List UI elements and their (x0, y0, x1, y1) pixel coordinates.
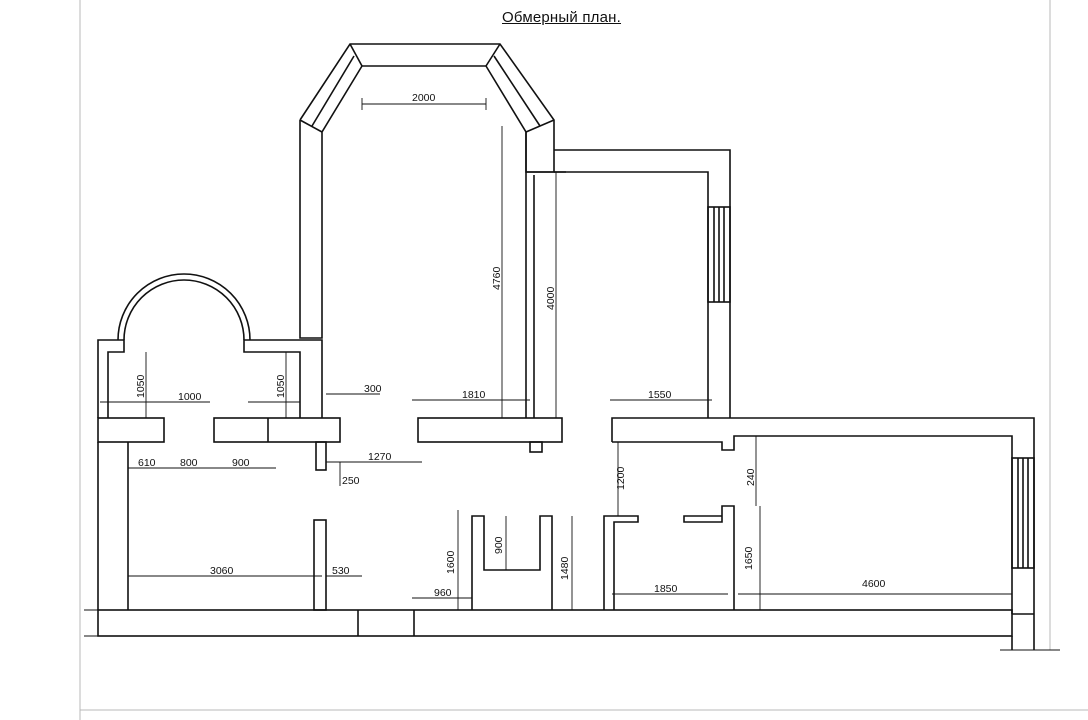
dim-tall-room-height: 4760 (491, 266, 503, 290)
lower-walls (84, 442, 1060, 651)
dim-seg-250: 250 (342, 475, 360, 487)
dim-seg-800: 800 (180, 457, 198, 469)
dim-bay-width: 2000 (412, 92, 436, 104)
dim-right-room-height: 4000 (545, 286, 557, 310)
dim-depth-1200: 1200 (615, 466, 627, 490)
dim-depth-240: 240 (745, 468, 757, 486)
dim-niche-900: 900 (493, 536, 505, 554)
dim-opening-300: 300 (364, 383, 382, 395)
dim-balcony-depth-left: 1050 (135, 374, 147, 398)
balcony-walls (97, 273, 323, 418)
dim-balcony-depth-right: 1050 (275, 374, 287, 398)
dim-len-1850: 1850 (654, 583, 678, 595)
dim-len-4600: 4600 (862, 578, 886, 590)
dim-niche-1600: 1600 (445, 550, 457, 574)
plan-title: Обмерный план. (502, 9, 622, 26)
bay-window-walls (299, 43, 555, 418)
dim-len-3060: 3060 (210, 565, 234, 577)
dim-depth-1650: 1650 (743, 546, 755, 570)
dim-wall-1550: 1550 (648, 389, 672, 401)
dim-seg-1270: 1270 (368, 451, 392, 463)
dim-len-530: 530 (332, 565, 350, 577)
dim-len-960: 960 (434, 587, 452, 599)
interior-walls (97, 417, 1035, 614)
dim-seg-900: 900 (232, 457, 250, 469)
right-room-walls (526, 149, 731, 418)
dimension-lines (100, 98, 1012, 610)
dim-niche-1480: 1480 (559, 556, 571, 580)
dim-seg-610: 610 (138, 457, 156, 469)
dim-balcony-width: 1000 (178, 391, 202, 403)
dim-wall-1810: 1810 (462, 389, 486, 401)
